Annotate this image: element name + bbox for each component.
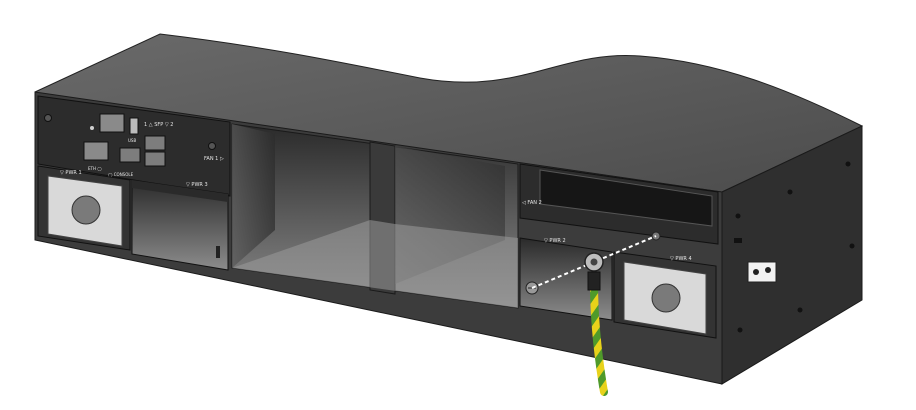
side-mount-hole-icon [849, 243, 855, 249]
side-mount-hole-icon [787, 189, 793, 195]
status-led-icon [90, 126, 94, 130]
sfp-ports-label: 1 △ SFP ▽ 2 [144, 122, 173, 128]
eth-label: ETH ◯ [88, 166, 102, 171]
pwr2-label: ▽ PWR 2 [544, 238, 566, 244]
side-vent-slot [734, 238, 742, 243]
pwr1-label: ▽ PWR 1 [60, 170, 82, 176]
ground-lug-hole-icon [590, 258, 598, 266]
ground-lug-sleeve [587, 271, 601, 291]
power-slot-3 [131, 179, 229, 271]
usb-label: USB [128, 138, 136, 143]
console-label: ◯ CONSOLE [108, 172, 134, 177]
ground-alignment-guide [531, 235, 657, 289]
side-terminal-screw-icon [765, 267, 771, 273]
side-ground-terminal[interactable] [747, 261, 777, 283]
side-mount-hole-icon [845, 161, 851, 167]
panel-screw-icon [44, 114, 52, 122]
bay-floor [232, 220, 518, 308]
slot-latch-icon [216, 246, 220, 258]
main-control-panel [37, 95, 231, 197]
console-port[interactable] [83, 141, 109, 161]
panel-screw-icon [208, 142, 216, 150]
sfp-port-2[interactable] [144, 151, 166, 167]
side-mount-hole-icon [737, 327, 743, 333]
sfp-port-1[interactable] [144, 135, 166, 151]
side-terminal-screw-icon [753, 269, 759, 275]
fan-module-2-slot [539, 169, 713, 227]
pwr4-label: ▽ PWR 4 [670, 256, 692, 262]
ground-cable [590, 278, 608, 396]
usb-port[interactable] [129, 117, 139, 135]
side-mount-hole-icon [735, 213, 741, 219]
filler-panel-knob-icon [651, 283, 681, 313]
sfp-port-3[interactable] [119, 147, 141, 163]
chassis-top-cover [34, 33, 864, 193]
power-slot-3-frame [132, 180, 228, 202]
pwr3-label: ▽ PWR 3 [186, 182, 208, 188]
filler-panel-knob-icon [71, 195, 101, 225]
fan1-label: FAN 1 ▷ [204, 156, 224, 162]
side-mount-hole-icon [797, 307, 803, 313]
fan2-label: ◁ FAN 2 [522, 200, 542, 206]
bay-inner-wall-left [232, 124, 275, 268]
management-ethernet-port[interactable] [99, 113, 125, 133]
